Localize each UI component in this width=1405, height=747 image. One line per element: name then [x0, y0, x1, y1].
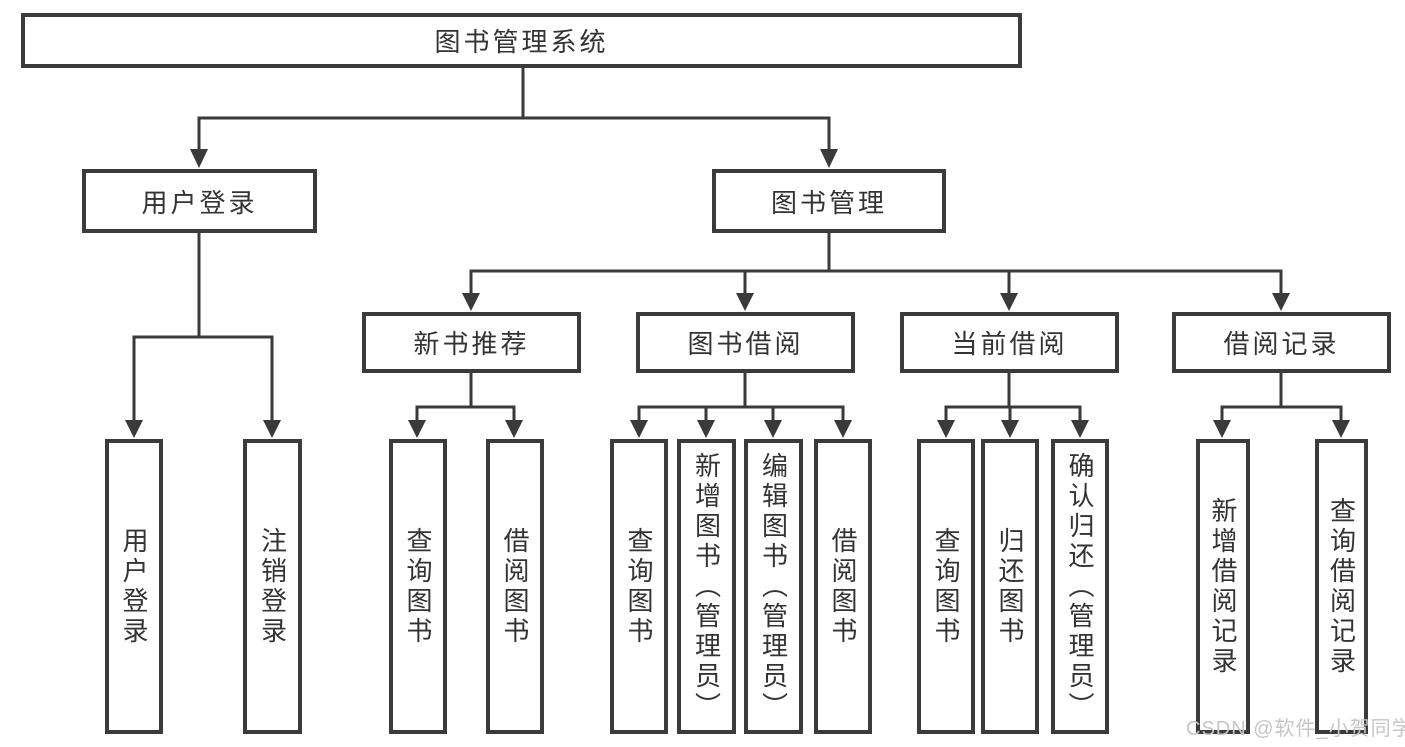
arrow-icon [1001, 420, 1019, 438]
csdn-watermark: CSDN @软件_小贺同学 [1186, 718, 1405, 740]
node-current-borrowing: 当前借阅 [900, 312, 1119, 373]
connector-newbooks-to-children [415, 373, 516, 421]
arrow-icon [505, 420, 523, 438]
node-label: 图书借阅 [687, 329, 804, 359]
arrow-icon [736, 293, 754, 311]
arrow-icon [125, 420, 143, 438]
connector-records-to-children [1220, 373, 1343, 421]
arrow-icon [1272, 293, 1290, 311]
node-label: 用户登录 [141, 187, 258, 218]
arrowheads [125, 149, 1350, 438]
node-label: 注销登录 [257, 526, 288, 647]
node-user-login: 用户登录 [82, 169, 317, 233]
leaf-user-login: 用户登录 [105, 439, 163, 734]
leaf-add-books-admin: 新增图书（管理员） [677, 439, 736, 734]
node-label: 借阅记录 [1223, 329, 1340, 359]
arrow-icon [697, 420, 715, 438]
arrow-icon [1071, 420, 1089, 438]
leaf-logout: 注销登录 [243, 439, 302, 734]
leaf-query-books-1: 查询图书 [389, 439, 447, 734]
node-label: 查询图书 [931, 526, 961, 647]
arrow-icon [834, 420, 852, 438]
arrow-icon [630, 420, 648, 438]
node-book-management: 图书管理 [712, 169, 946, 233]
leaf-return-books: 归还图书 [981, 439, 1039, 734]
arrow-icon [190, 149, 208, 168]
node-label: 查询图书 [403, 526, 433, 647]
leaf-borrow-books-2: 借阅图书 [814, 439, 872, 734]
leaf-query-books-2: 查询图书 [610, 439, 668, 734]
node-label: 查询图书 [624, 526, 654, 647]
leaf-edit-books-admin: 编辑图书（管理员） [744, 439, 803, 734]
arrow-icon [1213, 420, 1231, 438]
connector-current-to-children [944, 373, 1082, 421]
node-label: 借阅图书 [500, 526, 530, 647]
node-label: 借阅图书 [828, 526, 858, 647]
node-label: 图书管理 [770, 187, 887, 218]
leaf-confirm-return-admin: 确认归还（管理员） [1051, 439, 1109, 734]
node-new-book-recommend: 新书推荐 [362, 312, 581, 373]
node-borrow-records: 借阅记录 [1172, 312, 1391, 373]
arrow-icon [462, 293, 480, 311]
node-label: 图书管理系统 [434, 27, 609, 57]
leaf-add-borrow-record: 新增借阅记录 [1196, 439, 1250, 734]
arrow-icon [820, 149, 838, 168]
arrow-icon [1000, 293, 1018, 311]
node-label: 查询借阅记录 [1326, 496, 1357, 677]
node-label: 归还图书 [995, 526, 1025, 647]
node-root-library-system: 图书管理系统 [21, 13, 1022, 68]
node-label: 当前借阅 [951, 329, 1068, 359]
leaf-borrow-books-1: 借阅图书 [486, 439, 544, 734]
node-label: 确认归还（管理员） [1065, 451, 1095, 722]
arrow-icon [408, 420, 426, 438]
arrow-icon [937, 420, 955, 438]
leaf-query-borrow-record: 查询借阅记录 [1315, 439, 1368, 734]
arrow-icon [263, 420, 281, 438]
node-label: 新增借阅记录 [1208, 496, 1238, 677]
node-label: 用户登录 [119, 526, 149, 647]
node-label: 新增图书（管理员） [691, 451, 722, 722]
node-label: 编辑图书（管理员） [758, 451, 789, 722]
connector-bookmgmt-to-level2 [469, 233, 1283, 294]
arrow-icon [1332, 420, 1350, 438]
connector-borrowing-to-children [637, 373, 845, 421]
leaf-query-books-3: 查询图书 [917, 439, 975, 734]
connector-root-to-level1 [197, 68, 831, 150]
connector-userlogin-to-children [132, 233, 274, 421]
node-book-borrowing: 图书借阅 [636, 312, 855, 373]
arrow-icon [764, 420, 782, 438]
node-label: 新书推荐 [413, 329, 530, 359]
